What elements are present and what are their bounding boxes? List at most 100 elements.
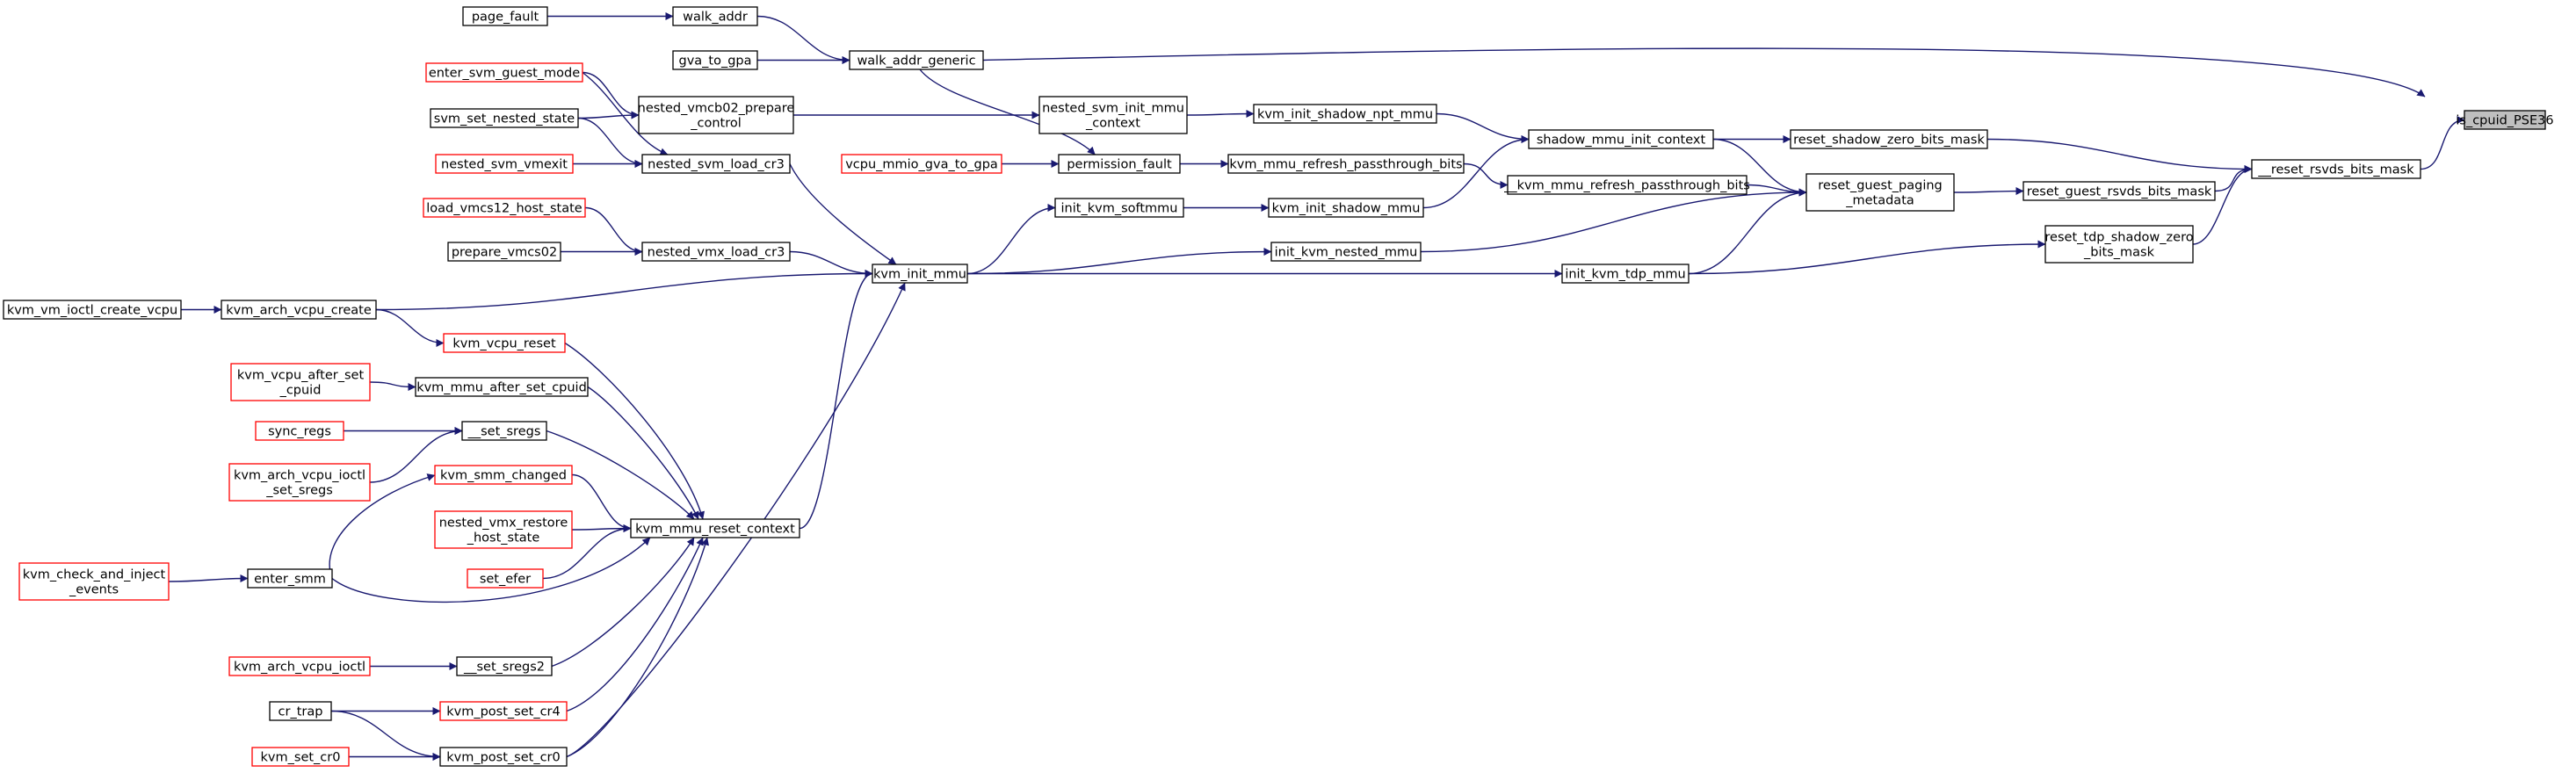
- node-label: nested_vmx_restore: [439, 517, 568, 531]
- node-kvm-arch-vcpu-create[interactable]: kvm_arch_vcpu_create: [221, 300, 377, 320]
- node-label: _control: [690, 117, 742, 131]
- node-box: [1528, 129, 1714, 149]
- node-walk-addr[interactable]: walk_addr: [672, 6, 758, 26]
- node-kvm-vcpu-reset[interactable]: kvm_vcpu_reset: [443, 333, 566, 353]
- node-kvm-vcpu-after-set-cpuid[interactable]: kvm_vcpu_after_set_cpuid: [230, 363, 371, 401]
- node-label: svm_set_nested_state: [434, 112, 575, 126]
- edge-kvm-mmu-refresh-passthrough-bits-to-kvm-mmu-refresh-passthrough-bits-inner: [1463, 163, 1509, 189]
- node-kvm-mmu-refresh-passthrough-bits-inner[interactable]: __kvm_mmu_refresh_passthrough_bits: [1503, 175, 1750, 195]
- node-kvm-vm-ioctl-create-vcpu[interactable]: kvm_vm_ioctl_create_vcpu: [3, 300, 182, 320]
- node-walk-addr-generic[interactable]: walk_addr_generic: [849, 50, 984, 70]
- node-box: [672, 50, 758, 70]
- node-box: [439, 701, 568, 721]
- node-nested-vmcb02-prepare-control[interactable]: nested_vmcb02_prepare_control: [638, 96, 795, 134]
- edge-kvm-arch-vcpu-create-to-kvm-init-mmu: [375, 270, 873, 311]
- edge-enter-smm-to-kvm-smm-changed: [329, 473, 436, 579]
- edge-walk-addr-generic-to-permission-fault: [919, 69, 1096, 155]
- node-reset-shadow-zero-bits-mask[interactable]: reset_shadow_zero_bits_mask: [1790, 129, 1988, 149]
- node-box: [425, 62, 583, 83]
- edge-kvm-post-set-cr0-to-kvm-mmu-reset-context: [566, 537, 709, 758]
- node-nested-svm-load-cr3[interactable]: nested_svm_load_cr3: [641, 154, 791, 174]
- node-enter-svm-guest-mode[interactable]: enter_svm_guest_mode: [425, 62, 583, 83]
- node-page-fault[interactable]: page_fault: [462, 6, 548, 26]
- node-box: [447, 242, 561, 262]
- node-box: [247, 568, 333, 589]
- node-label: __set_sregs: [467, 425, 541, 439]
- node-reset-tdp-shadow-zero-bits-mask[interactable]: reset_tdp_shadow_zero_bits_mask: [2044, 225, 2194, 264]
- node-box: [1227, 154, 1465, 174]
- node-set-sregs2[interactable]: __set_sregs2: [456, 656, 553, 676]
- node-kvm-post-set-cr0[interactable]: kvm_post_set_cr0: [439, 747, 568, 767]
- node-kvm-mmu-after-set-cpuid[interactable]: kvm_mmu_after_set_cpuid: [415, 377, 589, 397]
- edge-reset-shadow-zero-bits-mask-to-reset-rsvds-bits-mask: [1986, 138, 2253, 173]
- node-label: cr_trap: [279, 705, 323, 719]
- node-label: __kvm_mmu_refresh_passthrough_bits: [1503, 179, 1750, 193]
- node-kvm-init-mmu[interactable]: kvm_init_mmu: [872, 264, 968, 284]
- node-label: _events: [69, 583, 119, 597]
- edge-shadow-mmu-init-context-to-reset-guest-paging-metadata: [1712, 138, 1807, 197]
- node-set-sregs[interactable]: __set_sregs: [461, 421, 547, 441]
- node-nested-vmx-restore-host-state[interactable]: nested_vmx_restore_host_state: [434, 510, 573, 549]
- edge-kvm-post-set-cr0-to-kvm-init-mmu: [566, 282, 906, 758]
- node-box: [415, 377, 589, 397]
- node-label: enter_smm: [254, 573, 326, 587]
- node-shadow-mmu-init-context[interactable]: shadow_mmu_init_context: [1528, 129, 1714, 149]
- node-box: [461, 421, 547, 441]
- node-cr-trap[interactable]: cr_trap: [269, 701, 332, 721]
- edge-init-kvm-tdp-mmu-to-reset-tdp-shadow-zero-bits-mask: [1688, 240, 2046, 275]
- node-kvm-init-shadow-npt-mmu[interactable]: kvm_init_shadow_npt_mmu: [1253, 104, 1437, 124]
- edge-nested-svm-init-mmu-context-to-kvm-init-shadow-npt-mmu: [1186, 110, 1255, 119]
- node-gva-to-gpa[interactable]: gva_to_gpa: [672, 50, 758, 70]
- node-box: [849, 50, 984, 70]
- node-reset-guest-rsvds-bits-mask[interactable]: reset_guest_rsvds_bits_mask: [2022, 181, 2216, 201]
- node-box: [1561, 264, 1690, 284]
- node-kvm-mmu-refresh-passthrough-bits[interactable]: kvm_mmu_refresh_passthrough_bits: [1227, 154, 1465, 174]
- node-label: _metadata: [1845, 194, 1914, 208]
- node-box: [1054, 198, 1184, 218]
- node-nested-svm-vmexit[interactable]: nested_svm_vmexit: [435, 154, 574, 174]
- node-vcpu-mmio-gva-to-gpa[interactable]: vcpu_mmio_gva_to_gpa: [841, 154, 1002, 174]
- node-label: page_fault: [472, 11, 539, 25]
- node-permission-fault[interactable]: permission_fault: [1058, 154, 1181, 174]
- node-kvm-arch-vcpu-ioctl[interactable]: kvm_arch_vcpu_ioctl: [228, 656, 371, 676]
- node-kvm-init-shadow-mmu[interactable]: kvm_init_shadow_mmu: [1268, 198, 1424, 218]
- node-label: init_kvm_tdp_mmu: [1565, 268, 1685, 282]
- node-kvm-set-cr0[interactable]: kvm_set_cr0: [251, 747, 350, 767]
- node-nested-vmx-load-cr3[interactable]: nested_vmx_load_cr3: [641, 242, 791, 262]
- node-box: [2022, 181, 2216, 201]
- node-label: kvm_mmu_refresh_passthrough_bits: [1229, 158, 1462, 172]
- node-label: kvm_smm_changed: [440, 469, 567, 483]
- node-label: walk_addr_generic: [857, 54, 975, 69]
- node-nested-svm-init-mmu-context[interactable]: nested_svm_init_mmu_context: [1038, 96, 1188, 134]
- edge-reset-rsvds-bits-mask-to-is-cpuid-pse36: [2420, 116, 2465, 170]
- node-box: [434, 510, 573, 549]
- node-box: [435, 154, 574, 174]
- node-init-kvm-softmmu[interactable]: init_kvm_softmmu: [1054, 198, 1184, 218]
- node-reset-rsvds-bits-mask[interactable]: __reset_rsvds_bits_mask: [2251, 159, 2421, 179]
- node-sync-regs[interactable]: sync_regs: [255, 421, 344, 441]
- edge-set-efer-to-kvm-mmu-reset-context: [542, 524, 632, 580]
- edge-init-kvm-nested-mmu-to-reset-guest-paging-metadata: [1420, 188, 1807, 253]
- node-init-kvm-nested-mmu[interactable]: init_kvm_nested_mmu: [1270, 242, 1422, 262]
- node-label: sync_regs: [268, 425, 331, 439]
- node-load-vmcs12-host-state[interactable]: load_vmcs12_host_state: [423, 198, 586, 218]
- node-prepare-vmcs02[interactable]: prepare_vmcs02: [447, 242, 561, 262]
- node-kvm-post-set-cr4[interactable]: kvm_post_set_cr4: [439, 701, 568, 721]
- edge-walk-addr-to-walk-addr-generic: [756, 15, 850, 64]
- node-is-cpuid-pse36[interactable]: is_cpuid_PSE36: [2456, 110, 2554, 130]
- node-label: kvm_post_set_cr0: [446, 751, 561, 765]
- node-kvm-arch-vcpu-ioctl-set-sregs[interactable]: kvm_arch_vcpu_ioctl_set_sregs: [228, 463, 371, 502]
- edge-cr-trap-to-kvm-post-set-cr0: [330, 710, 441, 761]
- edge-kvm-arch-vcpu-ioctl-set-sregs-to-set-sregs: [369, 427, 463, 483]
- node-reset-guest-paging-metadata[interactable]: reset_guest_paging_metadata: [1805, 173, 1955, 212]
- node-kvm-smm-changed[interactable]: kvm_smm_changed: [434, 465, 573, 485]
- node-svm-set-nested-state[interactable]: svm_set_nested_state: [430, 108, 579, 128]
- node-kvm-mmu-reset-context[interactable]: kvm_mmu_reset_context: [630, 518, 800, 538]
- node-box: [841, 154, 1002, 174]
- node-enter-smm[interactable]: enter_smm: [247, 568, 333, 589]
- node-init-kvm-tdp-mmu[interactable]: init_kvm_tdp_mmu: [1561, 264, 1690, 284]
- node-box: [2044, 225, 2194, 264]
- node-kvm-check-and-inject-events[interactable]: kvm_check_and_inject_events: [18, 562, 170, 601]
- node-box: [1253, 104, 1437, 124]
- node-set-efer[interactable]: set_efer: [467, 568, 544, 589]
